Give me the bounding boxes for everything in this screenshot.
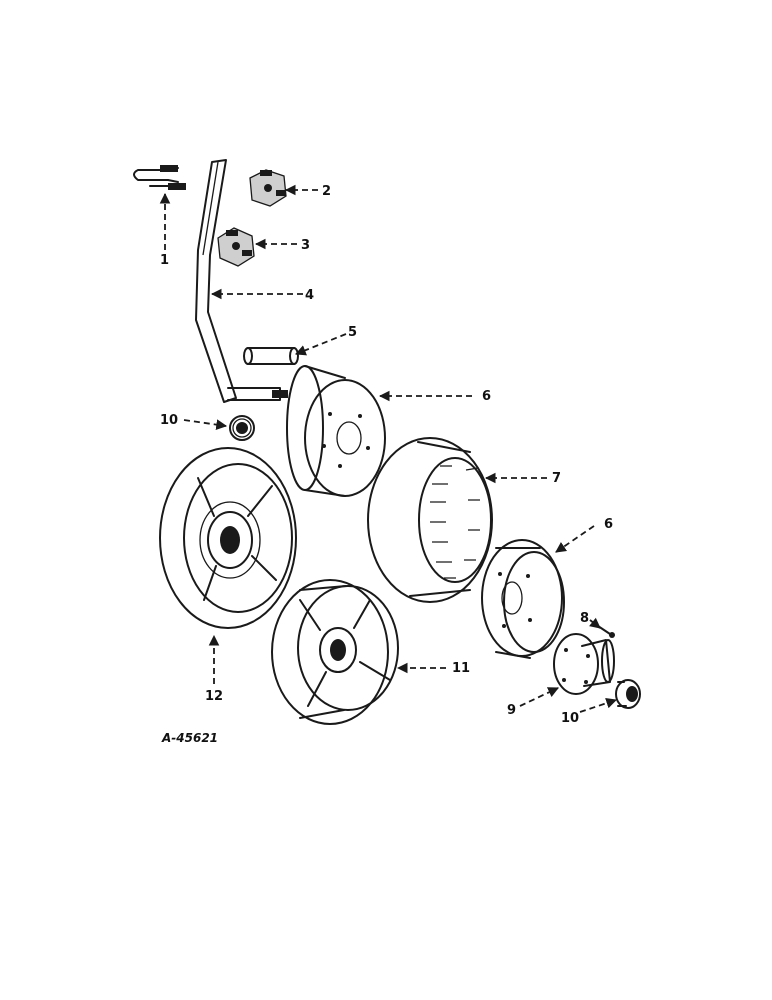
wheel-half-part-6-lower [481, 539, 565, 659]
leader-10-lower [579, 697, 618, 713]
axle-arm-part-4 [195, 159, 288, 403]
wheel-half-part-6-upper [286, 365, 386, 497]
tire-part-7 [367, 437, 493, 603]
clamp-plate-part-3 [217, 227, 255, 267]
clamp-plate-part-2 [249, 169, 287, 207]
leader-9 [519, 687, 559, 707]
callout-7: 7 [552, 471, 561, 486]
leader-6-lower [555, 525, 595, 553]
callout-10-lower: 10 [561, 711, 579, 726]
callout-10-upper: 10 [160, 413, 178, 428]
callout-2: 2 [322, 184, 331, 199]
callout-5: 5 [348, 325, 357, 340]
callout-4: 4 [305, 288, 314, 303]
spacer-tube-part-5 [243, 347, 299, 365]
leader-5 [294, 333, 347, 356]
leader-10-upper [183, 419, 228, 430]
bearing-part-10-lower [615, 679, 641, 709]
callout-12: 12 [205, 689, 223, 704]
callout-9: 9 [507, 703, 516, 718]
callout-11: 11 [452, 661, 470, 676]
leader-8 [589, 617, 601, 629]
reference-number: A-45621 [161, 731, 218, 745]
callout-1: 1 [160, 253, 169, 268]
callout-3: 3 [301, 238, 310, 253]
callout-6-upper: 6 [482, 389, 491, 404]
u-bolt-part-1 [133, 165, 186, 190]
bolt-part-8 [597, 625, 615, 638]
hub-part-9 [553, 633, 615, 695]
wheel-part-11 [271, 579, 399, 725]
callout-6-lower: 6 [604, 517, 613, 532]
bearing-part-10-upper [229, 415, 255, 441]
callout-8: 8 [580, 611, 589, 626]
wheel-part-12 [159, 447, 297, 629]
